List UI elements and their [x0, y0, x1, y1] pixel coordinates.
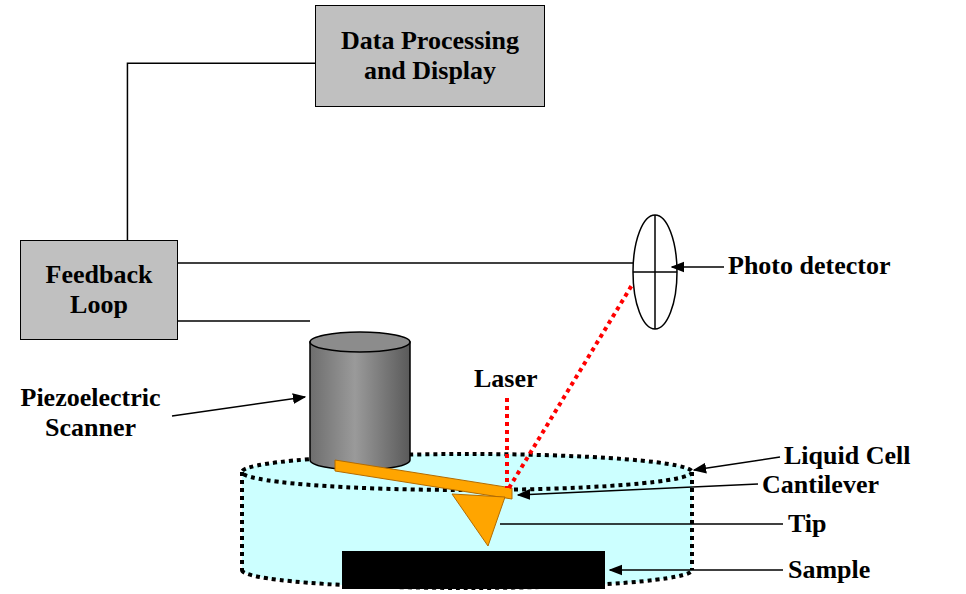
- process-box: Feedback Loop: [20, 240, 178, 340]
- part-label: Sample: [788, 555, 870, 585]
- leader-line: [694, 457, 780, 470]
- part-label: Laser: [474, 364, 538, 394]
- part-label: Liquid Cell: [784, 441, 910, 471]
- control-wire: [178, 320, 310, 322]
- box-text: Data Processing and Display: [323, 26, 537, 86]
- part-label: Photo detector: [728, 251, 890, 281]
- leader-line: [500, 523, 783, 525]
- signal-wire: [178, 262, 633, 264]
- laser-beam: [505, 398, 509, 488]
- cantilever-beam: [335, 460, 512, 499]
- part-label: Piezoelectric Scanner: [8, 383, 173, 443]
- photo-detector: [633, 215, 677, 329]
- liquid-cell: [242, 454, 692, 588]
- part-label: Tip: [788, 509, 827, 539]
- leader-line: [610, 569, 783, 571]
- process-box: Data Processing and Display: [315, 5, 545, 107]
- probe-tip: [452, 494, 505, 546]
- piezo-scanner: [310, 332, 410, 470]
- leader-line: [172, 397, 305, 416]
- connector-wire: [127, 63, 315, 240]
- leader-line: [518, 484, 758, 495]
- part-label: Cantilever: [762, 470, 879, 500]
- leader-line: [672, 266, 724, 268]
- sample-block: [342, 551, 605, 589]
- box-text: Feedback Loop: [28, 260, 170, 320]
